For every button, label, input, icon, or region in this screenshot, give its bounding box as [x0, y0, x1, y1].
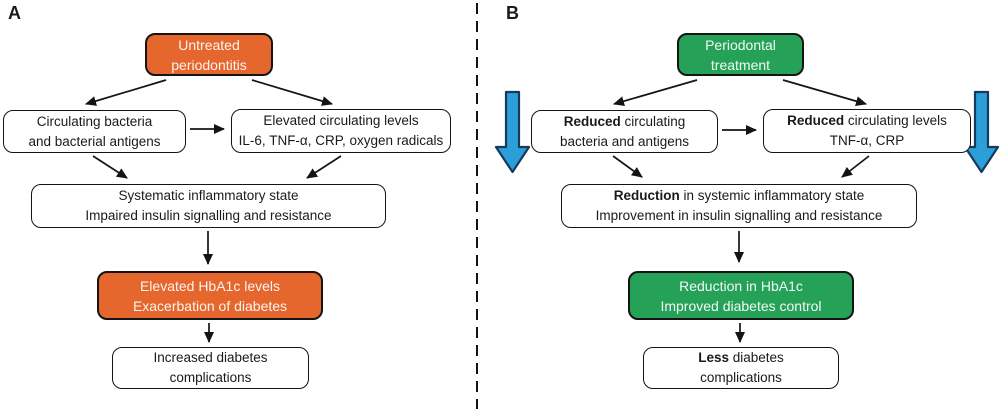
- box-reduction-hba1c: Reduction in HbA1c Improved diabetes con…: [628, 271, 854, 320]
- box-line: Reduced circulating: [563, 113, 686, 129]
- box-line: complications: [169, 370, 252, 385]
- box-circulating-bacteria: Circulating bacteria and bacterial antig…: [3, 110, 186, 153]
- arrow-b-bacteria-to-inflammatory: [612, 155, 643, 178]
- box-line: Reduced circulating levels: [787, 113, 947, 128]
- box-line: Periodontal: [705, 36, 776, 53]
- arrow-b-levels-to-inflammatory: [841, 155, 870, 178]
- box-elevated-circulating-levels: Elevated circulating levels IL-6, TNF-α,…: [231, 109, 451, 153]
- arrow-a-untreated-to-bacteria: [85, 79, 167, 106]
- arrow-b-treatment-to-bacteria: [613, 79, 698, 107]
- box-line: Reduction in systemic inflammatory state: [613, 188, 865, 203]
- box-line: treatment: [710, 56, 771, 73]
- box-increased-complications: Increased diabetes complications: [112, 347, 309, 389]
- box-line: Elevated HbA1c levels: [139, 277, 281, 294]
- blue-down-arrow-left-icon: [494, 90, 531, 174]
- box-line: Impaired insulin signalling and resistan…: [85, 208, 332, 223]
- box-line: Untreated: [178, 36, 240, 53]
- box-line: periodontitis: [171, 56, 247, 73]
- panel-b-label: B: [506, 3, 520, 23]
- box-line: complications: [700, 370, 782, 385]
- box-elevated-hba1c: Elevated HbA1c levels Exacerbation of di…: [97, 271, 323, 320]
- blue-down-arrow-right-icon: [963, 90, 1000, 174]
- panel-a-label: A: [8, 3, 22, 23]
- bold-word: Reduction: [613, 188, 680, 203]
- box-line: and bacterial antigens: [28, 133, 161, 149]
- box-line: Exacerbation of diabetes: [132, 297, 288, 314]
- box-line: Increased diabetes: [153, 350, 268, 365]
- box-line: bacteria and antigens: [559, 133, 690, 149]
- box-reduction-inflammatory-state: Reduction in systemic inflammatory state…: [561, 184, 917, 228]
- box-line: Circulating bacteria: [36, 113, 153, 129]
- box-untreated-periodontitis: Untreated periodontitis: [145, 33, 273, 76]
- arrow-a-elevated-to-inflammatory: [306, 155, 342, 179]
- box-line: Reduction in HbA1c: [679, 277, 803, 294]
- box-systematic-inflammatory-state: Systematic inflammatory state Impaired i…: [31, 184, 386, 228]
- box-line: Systematic inflammatory state: [118, 188, 299, 203]
- arrow-a-bacteria-to-inflammatory: [92, 155, 128, 179]
- box-line: Improved diabetes control: [660, 297, 822, 314]
- box-line: Improvement in insulin signalling and re…: [595, 208, 883, 223]
- box-reduced-bacteria: Reduced circulating bacteria and antigen…: [531, 110, 718, 153]
- box-periodontal-treatment: Periodontal treatment: [677, 33, 804, 76]
- bold-word: Less: [698, 350, 729, 365]
- box-line: TNF-α, CRP: [829, 133, 905, 148]
- box-line: Elevated circulating levels: [263, 113, 419, 128]
- bold-word: Reduced: [563, 113, 621, 129]
- bold-word: Reduced: [787, 113, 845, 128]
- arrow-a-untreated-to-elevated: [251, 79, 333, 106]
- box-less-complications: Less diabetes complications: [643, 347, 839, 389]
- box-line: IL-6, TNF-α, CRP, oxygen radicals: [238, 133, 444, 148]
- box-reduced-levels: Reduced circulating levels TNF-α, CRP: [763, 109, 971, 153]
- arrow-b-treatment-to-levels: [782, 79, 867, 107]
- box-line: Less diabetes: [698, 350, 784, 365]
